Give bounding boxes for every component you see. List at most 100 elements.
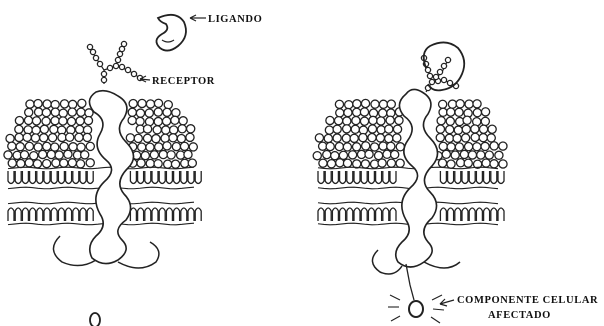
lipid-bead <box>315 134 323 142</box>
lipid-bead <box>43 159 51 167</box>
lipid-bead <box>8 159 16 167</box>
lipid-bead <box>499 160 507 168</box>
lipid-tail <box>462 208 468 221</box>
lipid-bead <box>163 108 171 116</box>
lipid-tail <box>181 171 187 184</box>
lipid-bead <box>59 109 67 117</box>
lipid-bead <box>154 117 162 125</box>
lipid-bead <box>455 143 463 151</box>
lipid-bead <box>59 117 67 125</box>
lipid-tail <box>376 208 382 221</box>
lipid-bead <box>154 99 162 107</box>
lipid-bead <box>377 126 385 134</box>
lipid-bead <box>134 134 142 142</box>
lipid-tail <box>30 208 36 221</box>
lipid-bead <box>187 125 195 133</box>
lipid-tail <box>476 208 482 221</box>
lipid-tail <box>44 171 50 184</box>
lipid-bead <box>177 134 185 142</box>
lipid-bead <box>327 160 335 168</box>
lipid-bead <box>456 159 464 167</box>
lipid-bead <box>180 142 188 150</box>
lipid-bead <box>379 100 387 108</box>
lipid-bead <box>69 143 77 151</box>
lipid-bead <box>439 100 447 108</box>
lipid-bead <box>146 143 154 151</box>
lipid-bead <box>184 150 192 158</box>
lipid-bead <box>154 160 162 168</box>
lipid-bead <box>319 159 327 167</box>
lipid-bead <box>344 108 352 116</box>
lipid-bead <box>460 150 468 158</box>
lipid-bead <box>439 142 447 150</box>
lipid-bead <box>462 134 470 142</box>
lipid-bead <box>468 151 476 159</box>
lipid-bead <box>189 143 197 151</box>
lipid-bead <box>107 65 112 70</box>
lipid-bead <box>333 125 341 133</box>
lipid-tail <box>87 208 93 221</box>
lipid-tail <box>174 208 180 221</box>
lipid-bead <box>6 134 14 142</box>
lipid-tail <box>181 208 187 221</box>
lipid-bead <box>376 134 384 142</box>
lipid-tail <box>448 208 454 221</box>
bilayer-edge <box>318 187 498 189</box>
lipid-bead <box>141 152 149 160</box>
lipid-tail <box>37 208 43 221</box>
lipid-bead <box>446 117 454 125</box>
lipid-bead <box>153 126 161 134</box>
lipid-tail <box>368 208 374 221</box>
lipid-tail <box>361 171 367 184</box>
lipid-bead <box>164 101 172 109</box>
lipid-bead <box>441 77 446 82</box>
ligand-label: LIGANDO <box>208 14 262 25</box>
lipid-bead <box>68 159 76 167</box>
lipid-bead <box>454 126 462 134</box>
lipid-bead <box>155 143 163 151</box>
left-receptor-beads <box>87 41 142 82</box>
lipid-bead <box>387 159 395 167</box>
bilayer-edge <box>318 167 498 169</box>
lipid-bead <box>138 99 146 107</box>
lipid-bead <box>393 134 401 142</box>
lipid-bead <box>188 159 196 167</box>
lipid-tail <box>73 208 79 221</box>
lipid-bead <box>343 143 351 151</box>
lipid-bead <box>161 134 169 142</box>
lipid-bead <box>368 125 376 133</box>
lipid-bead <box>495 151 503 159</box>
lipid-bead <box>361 99 369 107</box>
lipid-bead <box>352 116 360 124</box>
lipid-bead <box>51 117 59 125</box>
lipid-bead <box>32 117 40 125</box>
lipid-bead <box>463 116 471 124</box>
lipid-bead <box>87 44 92 49</box>
lipid-tail <box>318 171 324 184</box>
lipid-bead <box>128 116 136 124</box>
lipid-bead <box>427 73 432 78</box>
lipid-bead <box>136 117 144 125</box>
lipid-bead <box>481 142 489 150</box>
lipid-bead <box>101 71 106 76</box>
lipid-bead <box>448 100 456 108</box>
lipid-tail <box>138 208 144 221</box>
lipid-bead <box>359 134 367 142</box>
lipid-bead <box>178 125 186 133</box>
lipid-tail <box>195 171 201 184</box>
lipid-tail <box>22 171 28 184</box>
lipid-bead <box>465 100 473 108</box>
lipid-bead <box>336 109 344 117</box>
left-ligand <box>156 15 186 51</box>
lipid-bead <box>31 134 39 142</box>
lipid-bead <box>437 69 442 74</box>
lipid-tail <box>138 171 144 184</box>
lipid-tail <box>484 171 490 184</box>
lipid-bead <box>447 108 455 116</box>
lipid-bead <box>473 109 481 117</box>
lipid-tail <box>491 208 497 221</box>
lipid-bead <box>343 159 351 167</box>
lipid-tail <box>383 171 389 184</box>
lipid-bead <box>433 74 438 79</box>
